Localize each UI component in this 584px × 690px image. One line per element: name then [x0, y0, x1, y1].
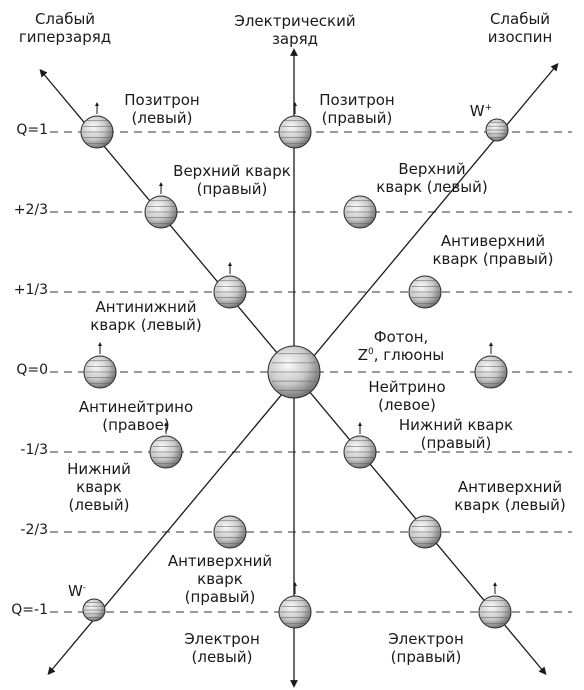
label-neutrino-left: Нейтрино(левое)	[368, 378, 446, 414]
sphere-up-quark-right	[144, 182, 178, 229]
label-electron-left: Электрон(левый)	[184, 630, 260, 666]
sphere-photon	[267, 345, 321, 399]
level-label-q1: Q=1	[16, 122, 48, 138]
level-label-minus-one-third: -1/3	[20, 442, 48, 458]
label-electron-right: Электрон(правый)	[388, 630, 464, 666]
level-label-q-minus1: Q=-1	[11, 602, 48, 618]
label-photon: Фотон, Z0, глюоны	[357, 328, 445, 364]
level-label-plus-one-third: +1/3	[13, 282, 48, 298]
sphere-down-quark-right	[343, 422, 377, 469]
label-down-quark-right: Нижний кварк(правый)	[398, 416, 514, 452]
level-label-minus-two-thirds: -2/3	[20, 522, 48, 538]
level-label-q0: Q=0	[16, 362, 48, 378]
sphere-down-quark-left	[149, 422, 183, 469]
level-label-plus-two-thirds: +2/3	[13, 202, 48, 218]
sphere-w-plus	[485, 118, 509, 142]
sphere-antineutrino-right	[83, 342, 117, 389]
sphere-anti-down-quark-left	[213, 262, 247, 309]
sphere-anti-up-quark-left	[408, 515, 442, 549]
label-positron-left: Позитрон(левый)	[124, 91, 200, 127]
sphere-anti-up-quark-right-upper	[408, 275, 442, 309]
label-positron-right: Позитрон(правый)	[319, 91, 395, 127]
sphere-neutrino-left	[474, 342, 508, 389]
label-w-minus: W-	[67, 582, 87, 600]
sphere-w-minus	[82, 598, 106, 622]
sphere-electron-left	[278, 582, 312, 629]
sphere-anti-up-quark-right-lower	[213, 515, 247, 549]
label-antineutrino-right: Антинейтрино(правое)	[78, 398, 194, 434]
label-up-quark-right: Верхний кварк(правый)	[173, 162, 291, 198]
sphere-positron-right	[278, 102, 312, 149]
sphere-electron-right	[478, 582, 512, 629]
sphere-positron-left	[80, 102, 114, 149]
particle-spheres	[80, 102, 512, 629]
sphere-up-quark-left	[343, 195, 377, 229]
label-w-plus: W+	[469, 102, 493, 120]
